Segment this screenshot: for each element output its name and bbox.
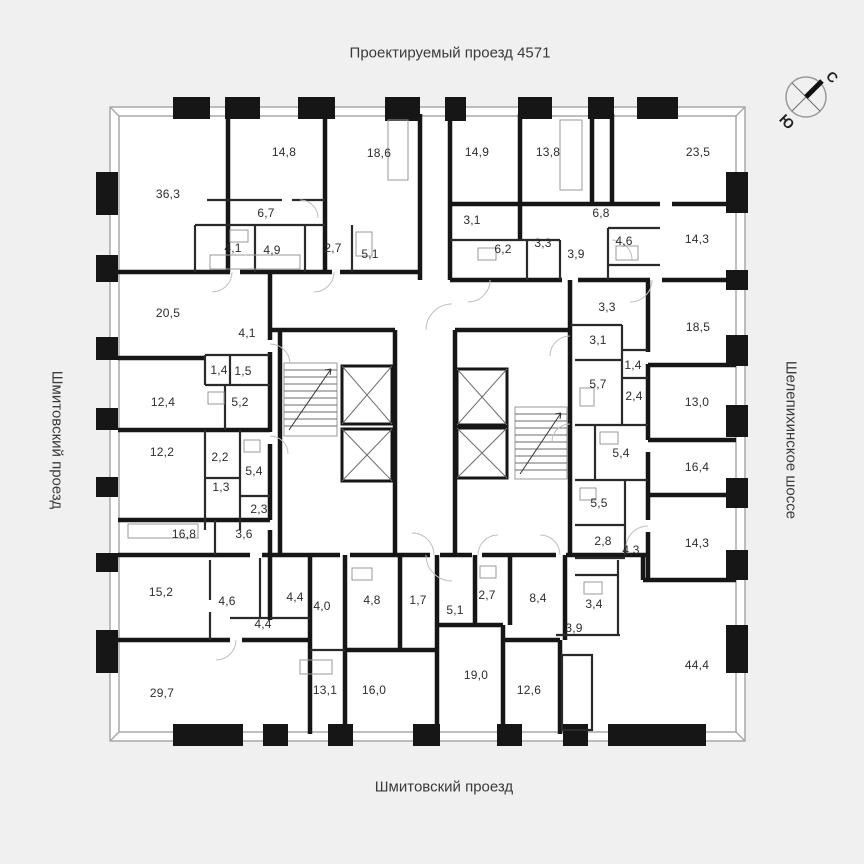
walls-main: [118, 114, 736, 734]
stairs-icon: [514, 406, 568, 480]
street-label-left: Шмитовский проезд: [48, 370, 66, 510]
compass-north-label: С: [823, 68, 841, 86]
stairs-icon: [283, 362, 338, 437]
elevator-icon: [340, 364, 394, 483]
street-label-bottom: Шмитовский проезд: [374, 778, 514, 796]
walls-partition: [193, 198, 660, 732]
compass-icon: С Ю: [776, 68, 841, 133]
street-label-right: Шелепихинское шоссе: [782, 360, 800, 520]
furniture-hints: [127, 119, 639, 675]
street-label-top: Проектируемый проезд 4571: [349, 44, 551, 62]
perimeter-piers: [96, 97, 748, 746]
door-arcs: [211, 199, 653, 661]
elevator-icon: [455, 367, 509, 480]
